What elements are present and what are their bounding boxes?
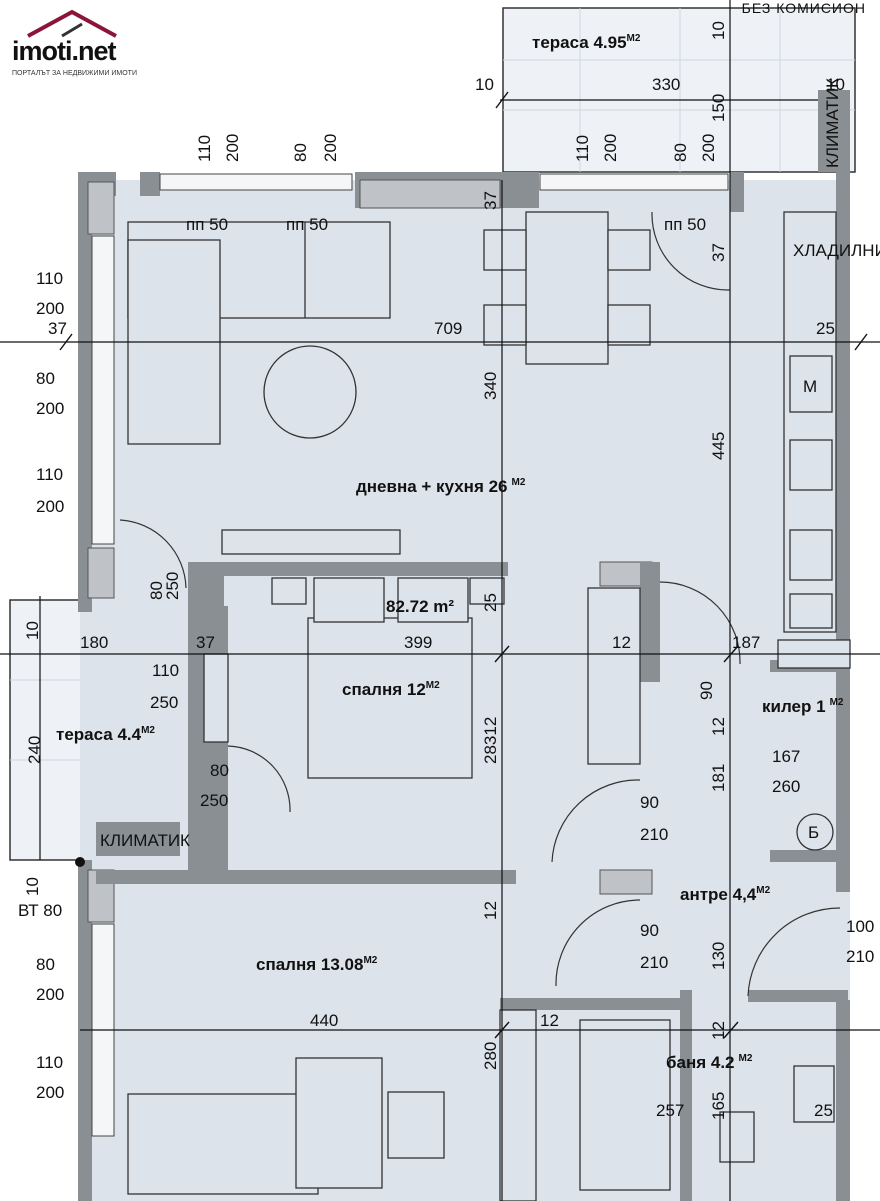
svg-text:280: 280 (481, 1042, 500, 1070)
svg-text:180: 180 (80, 633, 108, 652)
roof-icon (27, 9, 117, 38)
bt-label: ВТ 80 (18, 901, 62, 920)
svg-text:80: 80 (210, 761, 229, 780)
logo-tagline: ПОРТАЛЪТ ЗА НЕДВИЖИМИ ИМОТИ (12, 70, 137, 77)
dining-table (525, 211, 609, 365)
svg-text:110: 110 (36, 465, 63, 484)
svg-text:90: 90 (640, 921, 659, 940)
svg-text:37: 37 (481, 191, 500, 210)
svg-text:250: 250 (163, 572, 182, 600)
coffee-table (263, 345, 357, 439)
svg-text:210: 210 (640, 953, 668, 972)
shower (579, 1019, 671, 1191)
svg-text:130: 130 (709, 942, 728, 970)
svg-text:167: 167 (772, 747, 800, 766)
room-label-terrace-top: тераса 4.95М2 (532, 33, 641, 52)
svg-text:200: 200 (699, 134, 718, 162)
svg-text:90: 90 (697, 681, 716, 700)
svg-text:260: 260 (772, 777, 800, 796)
total-area: 82.72 m² (386, 597, 454, 616)
svg-text:330: 330 (652, 75, 680, 94)
svg-text:110: 110 (36, 1053, 63, 1072)
svg-text:200: 200 (36, 497, 64, 516)
svg-text:200: 200 (36, 985, 64, 1004)
site-logo[interactable]: imoti.net ПОРТАЛЪТ ЗА НЕДВИЖИМИ ИМОТИ (8, 6, 168, 86)
svg-text:80: 80 (36, 369, 55, 388)
svg-text:12: 12 (481, 901, 500, 920)
svg-text:37: 37 (709, 243, 728, 262)
svg-text:25: 25 (481, 593, 500, 612)
svg-text:110: 110 (573, 135, 592, 162)
svg-text:165: 165 (709, 1092, 728, 1120)
svg-text:200: 200 (223, 134, 242, 162)
svg-text:10: 10 (23, 877, 42, 896)
svg-text:210: 210 (640, 825, 668, 844)
svg-text:200: 200 (36, 1083, 64, 1102)
svg-text:пп 50: пп 50 (664, 215, 706, 234)
fridge-label: ХЛАДИЛНИК (793, 241, 880, 260)
room-label-terrace-left: тераса 4.4М2 (56, 725, 155, 744)
bed-single (127, 1093, 319, 1195)
svg-text:90: 90 (640, 793, 659, 812)
svg-text:150: 150 (709, 94, 728, 122)
svg-text:12: 12 (612, 633, 631, 652)
svg-text:80: 80 (291, 143, 310, 162)
climatic-left-label: КЛИМАТИК (100, 831, 190, 850)
terrace-top-area (502, 7, 856, 173)
boiler-label: Б (808, 823, 819, 842)
wardrobe (587, 587, 641, 765)
svg-text:250: 250 (200, 791, 228, 810)
svg-text:12: 12 (709, 717, 728, 736)
bed-double (307, 617, 473, 779)
climatic-top-label: КЛИМАТИК (823, 78, 842, 168)
svg-text:25: 25 (814, 1101, 833, 1120)
svg-text:257: 257 (656, 1101, 684, 1120)
svg-text:709: 709 (434, 319, 462, 338)
svg-text:80: 80 (671, 143, 690, 162)
svg-text:200: 200 (321, 134, 340, 162)
svg-text:10: 10 (475, 75, 494, 94)
svg-text:340: 340 (481, 372, 500, 400)
microwave-label: М (803, 377, 817, 396)
room-label-bedroom1: спалня 12М2 (342, 680, 440, 699)
logo-name: imoti.net (12, 36, 116, 66)
svg-text:80: 80 (36, 955, 55, 974)
svg-text:110: 110 (195, 135, 214, 162)
svg-text:200: 200 (36, 299, 64, 318)
svg-text:445: 445 (709, 432, 728, 460)
svg-text:250: 250 (150, 693, 178, 712)
tv-stand (221, 529, 401, 555)
svg-text:210: 210 (846, 947, 874, 966)
svg-text:200: 200 (36, 399, 64, 418)
svg-text:10: 10 (826, 75, 845, 94)
svg-text:10: 10 (709, 21, 728, 40)
svg-text:12: 12 (540, 1011, 559, 1030)
svg-text:пп 50: пп 50 (186, 215, 228, 234)
svg-text:200: 200 (601, 134, 620, 162)
svg-text:181: 181 (709, 764, 728, 792)
svg-text:37: 37 (196, 633, 215, 652)
svg-text:10: 10 (23, 621, 42, 640)
svg-text:28312: 28312 (481, 717, 500, 764)
desk (295, 1057, 383, 1189)
room-label-bedroom2: спалня 13.08М2 (256, 955, 378, 974)
svg-text:37: 37 (48, 319, 67, 338)
svg-text:440: 440 (310, 1011, 338, 1030)
svg-text:12: 12 (709, 1021, 728, 1040)
svg-text:110: 110 (152, 661, 179, 680)
svg-text:пп 50: пп 50 (286, 215, 328, 234)
svg-text:100: 100 (846, 917, 874, 936)
svg-text:80: 80 (147, 581, 166, 600)
svg-text:399: 399 (404, 633, 432, 652)
svg-text:187: 187 (732, 633, 760, 652)
svg-text:240: 240 (25, 736, 44, 764)
svg-text:25: 25 (816, 319, 835, 338)
room-label-hall: антре 4,4М2 (680, 885, 771, 904)
svg-text:110: 110 (36, 269, 63, 288)
corner-note: БЕЗ КОМИСИОН (741, 0, 866, 16)
